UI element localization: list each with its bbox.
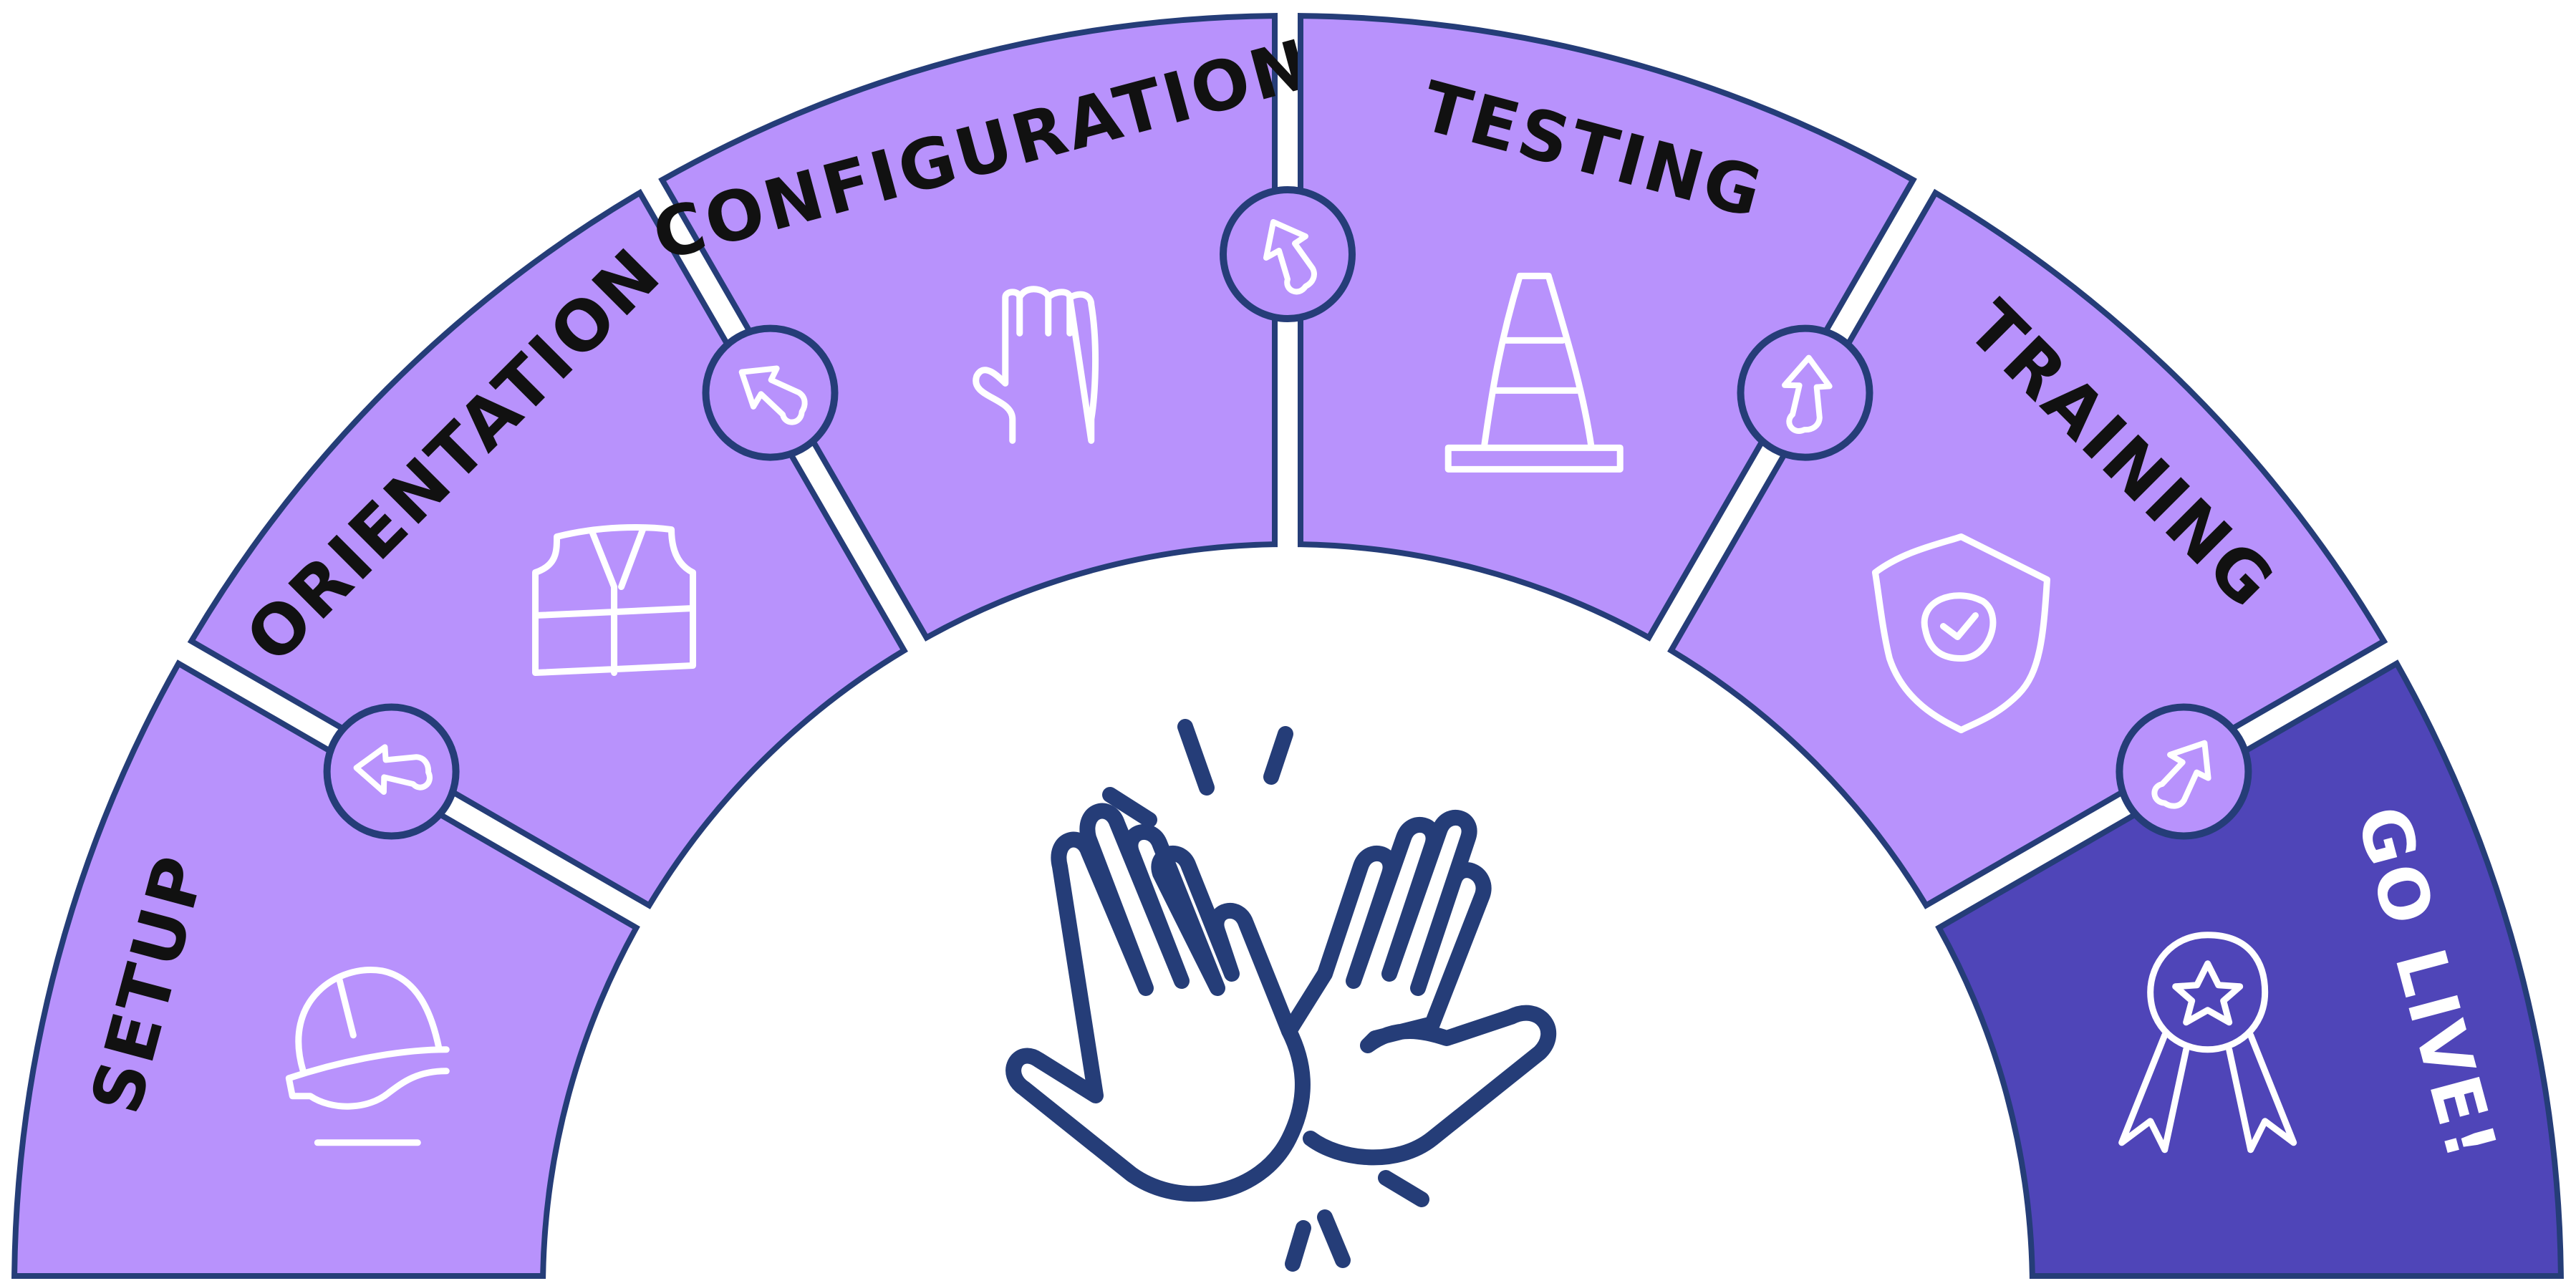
connector-circle <box>702 324 839 461</box>
stage-setup: SETUP <box>11 659 640 1279</box>
connector <box>2116 703 2252 840</box>
stage-testing: TESTING <box>1298 13 1917 642</box>
glove-icon <box>973 286 1099 444</box>
safety-vest-icon <box>532 524 697 677</box>
hard-hat-icon <box>285 967 450 1146</box>
arrow-icon <box>1263 219 1317 295</box>
connector <box>323 703 460 840</box>
connector-circle <box>1737 324 1873 461</box>
connector-circle <box>2116 703 2252 840</box>
high-five-icon <box>1005 719 1557 1272</box>
arrow-icon <box>738 365 808 425</box>
connector <box>702 324 839 461</box>
stage-go-live: GO LIVE! <box>1935 659 2564 1279</box>
arrow-icon <box>1782 354 1833 434</box>
stage-segment <box>11 659 640 1279</box>
traffic-cone-icon <box>1444 272 1624 473</box>
arrow-icon <box>353 744 433 795</box>
connectors <box>323 186 2252 840</box>
connector-circle <box>323 703 460 840</box>
award-ribbon-icon <box>2118 932 2297 1154</box>
arrow-icon <box>2151 740 2211 809</box>
shield-check-icon <box>1871 533 2050 734</box>
stage-segment <box>658 13 1278 642</box>
stage-segment <box>1298 13 1917 642</box>
connector <box>1737 324 1873 461</box>
connector <box>1220 186 1356 322</box>
stage-segment <box>1935 659 2564 1279</box>
connector-circle <box>1220 186 1356 322</box>
